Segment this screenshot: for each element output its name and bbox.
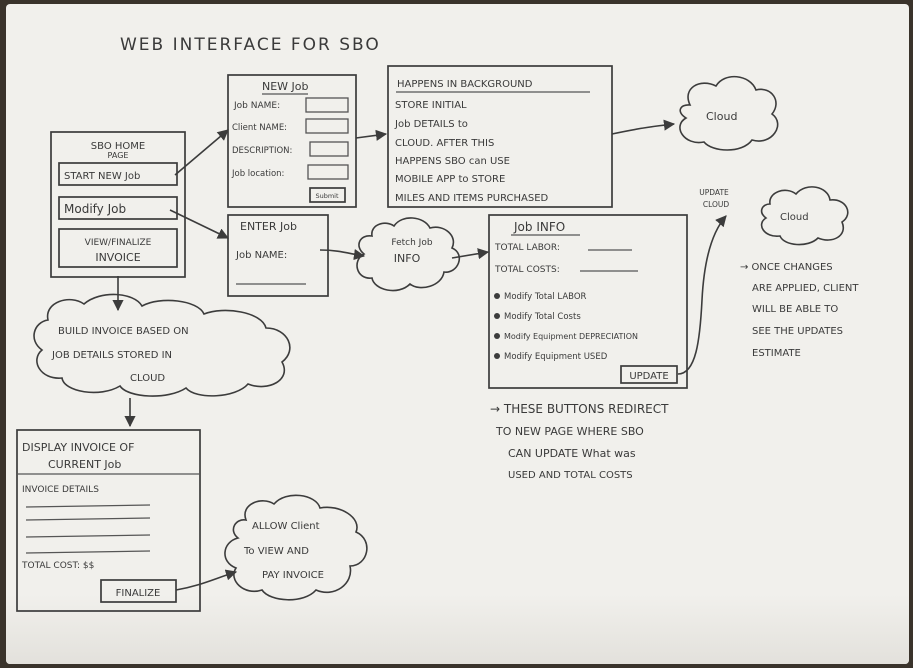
view-finalize-invoice-button[interactable]: VIEW/FINALIZE INVOICE bbox=[58, 228, 178, 268]
buttons-note-line2: TO NEW PAGE WHERE SBO bbox=[495, 425, 644, 438]
cloud-note-line2: ARE APPLIED, CLIENT bbox=[752, 283, 859, 294]
cloud-right-label: Cloud bbox=[780, 212, 809, 223]
home-title-line2: PAGE bbox=[108, 151, 129, 160]
update-cloud-label-line2: CLOUD bbox=[703, 200, 730, 209]
background-line-6: MILES AND ITEMS PURCHASED bbox=[395, 193, 549, 204]
allow-client-cloud: ALLOW Client To VIEW AND PAY INVOICE bbox=[224, 494, 368, 601]
arrow-enter-job-to-fetch bbox=[319, 249, 366, 261]
total-labor-label: TOTAL LABOR: bbox=[494, 243, 560, 253]
background-line-2: Job DETAILS to bbox=[394, 119, 468, 130]
allow-client-line2: To VIEW AND bbox=[243, 546, 309, 557]
sketch-paper bbox=[6, 4, 909, 664]
arrow-background-to-cloud bbox=[611, 119, 676, 135]
build-invoice-line3: CLOUD bbox=[130, 373, 165, 384]
background-title: HAPPENS IN BACKGROUND bbox=[397, 79, 533, 90]
arrow-new-job-to-background bbox=[355, 129, 388, 141]
build-invoice-cloud: BUILD INVOICE BASED ON JOB DETAILS STORE… bbox=[33, 293, 291, 397]
modify-total-labor-link[interactable]: Modify Total LABOR bbox=[504, 292, 587, 302]
fetch-job-line1: Fetch Job bbox=[391, 238, 432, 248]
display-invoice-title-line2: CURRENT Job bbox=[48, 458, 121, 471]
cloud-storage-right: Cloud bbox=[760, 186, 849, 246]
job-info-title: Job INFO bbox=[513, 220, 565, 234]
modify-job-button[interactable]: Modify Job bbox=[58, 196, 178, 220]
invoice-detail-line bbox=[25, 517, 151, 521]
start-new-job-label: START NEW Job bbox=[64, 171, 140, 182]
cloud-top-label: Cloud bbox=[706, 110, 737, 123]
home-title-line1: SBO HOME bbox=[91, 141, 145, 152]
job-info-panel: Job INFO TOTAL LABOR: TOTAL COSTS: Modif… bbox=[488, 214, 688, 389]
job-name-input[interactable] bbox=[305, 97, 349, 113]
sbo-home-page: SBO HOME PAGE START NEW Job Modify Job V… bbox=[50, 131, 186, 278]
paper-shadow bbox=[6, 594, 909, 664]
total-costs-label: TOTAL COSTS: bbox=[494, 265, 560, 275]
buttons-redirect-note: → THESE BUTTONS REDIRECT TO NEW PAGE WHE… bbox=[490, 402, 669, 481]
allow-client-line1: ALLOW Client bbox=[252, 521, 320, 532]
bullet-icon bbox=[494, 353, 500, 359]
cloud-note-line4: SEE THE UPDATES bbox=[752, 326, 843, 337]
modify-equipment-used-link[interactable]: Modify Equipment USED bbox=[504, 352, 608, 362]
bullet-icon bbox=[494, 333, 500, 339]
total-cost-label: TOTAL COST: $$ bbox=[21, 561, 94, 571]
submit-label: Submit bbox=[315, 192, 339, 200]
cloud-storage-top: Cloud bbox=[679, 75, 779, 151]
cloud-note-line3: WILL BE ABLE TO bbox=[752, 304, 838, 315]
buttons-note-line1: → THESE BUTTONS REDIRECT bbox=[490, 402, 669, 416]
cloud-update-note: → ONCE CHANGES ARE APPLIED, CLIENT WILL … bbox=[740, 262, 859, 359]
modify-total-costs-link[interactable]: Modify Total Costs bbox=[504, 312, 581, 322]
background-line-4: HAPPENS SBO can USE bbox=[395, 156, 510, 167]
build-invoice-line2: JOB DETAILS STORED IN bbox=[51, 350, 172, 361]
job-location-label: Job location: bbox=[231, 169, 284, 179]
finalize-button-label: FINALIZE bbox=[116, 588, 161, 599]
new-job-form: NEW Job Job NAME: Client NAME: DESCRIPTI… bbox=[227, 74, 357, 208]
background-line-1: STORE INITIAL bbox=[395, 100, 467, 111]
client-name-input[interactable] bbox=[305, 118, 349, 134]
arrow-update-to-cloud bbox=[677, 215, 727, 375]
job-location-input[interactable] bbox=[307, 164, 349, 180]
invoice-details-label: INVOICE DETAILS bbox=[22, 485, 99, 495]
background-process-box: HAPPENS IN BACKGROUND STORE INITIAL Job … bbox=[387, 65, 613, 208]
background-line-3: CLOUD. AFTER THIS bbox=[395, 138, 494, 149]
arrow-modify-to-enter-job bbox=[169, 209, 230, 239]
submit-button[interactable]: Submit bbox=[309, 187, 346, 203]
buttons-note-line3: CAN UPDATE What was bbox=[508, 447, 636, 460]
modify-job-label: Modify Job bbox=[64, 202, 126, 216]
update-button[interactable]: UPDATE bbox=[620, 365, 678, 384]
fetch-job-info-cloud: Fetch Job INFO bbox=[356, 217, 461, 292]
job-name-label: Job NAME: bbox=[233, 101, 280, 111]
fetch-job-line2: INFO bbox=[394, 252, 421, 265]
allow-client-line3: PAY INVOICE bbox=[262, 570, 324, 581]
update-button-label: UPDATE bbox=[629, 371, 668, 382]
arrow-home-to-new-job bbox=[174, 129, 229, 176]
finalize-button[interactable]: FINALIZE bbox=[100, 579, 177, 603]
bullet-icon bbox=[494, 293, 500, 299]
cloud-note-line5: ESTIMATE bbox=[752, 348, 801, 359]
cloud-note-line1: → ONCE CHANGES bbox=[740, 262, 833, 273]
description-input[interactable] bbox=[309, 141, 349, 157]
invoice-detail-line bbox=[25, 550, 151, 554]
invoice-detail-line bbox=[25, 504, 151, 508]
enter-job-name-label: Job NAME: bbox=[235, 250, 287, 261]
arrow-fetch-to-job-info bbox=[451, 248, 490, 260]
background-line-5: MOBILE APP to STORE bbox=[395, 174, 505, 185]
buttons-note-line4: USED AND TOTAL COSTS bbox=[508, 470, 633, 481]
enter-job-form: ENTER Job Job NAME: bbox=[227, 214, 329, 297]
enter-job-title: ENTER Job bbox=[240, 220, 297, 233]
start-new-job-button[interactable]: START NEW Job bbox=[58, 162, 178, 186]
modify-equipment-depreciation-link[interactable]: Modify Equipment DEPRECIATION bbox=[504, 332, 638, 341]
bullet-icon bbox=[494, 313, 500, 319]
display-invoice-title-line1: DISPLAY INVOICE OF bbox=[22, 441, 134, 454]
new-job-title: NEW Job bbox=[262, 80, 309, 93]
build-invoice-line1: BUILD INVOICE BASED ON bbox=[58, 326, 189, 337]
description-label: DESCRIPTION: bbox=[232, 146, 292, 156]
update-cloud-label-line1: UPDATE bbox=[699, 188, 729, 197]
client-name-label: Client NAME: bbox=[232, 123, 287, 133]
view-finalize-label: VIEW/FINALIZE bbox=[85, 238, 152, 248]
arrow-finalize-to-client bbox=[175, 569, 238, 591]
display-invoice-panel: DISPLAY INVOICE OF CURRENT Job INVOICE D… bbox=[16, 429, 201, 612]
invoice-label: INVOICE bbox=[95, 251, 140, 264]
page-title: WEB INTERFACE FOR SBO bbox=[120, 35, 381, 55]
invoice-detail-line bbox=[25, 534, 151, 538]
